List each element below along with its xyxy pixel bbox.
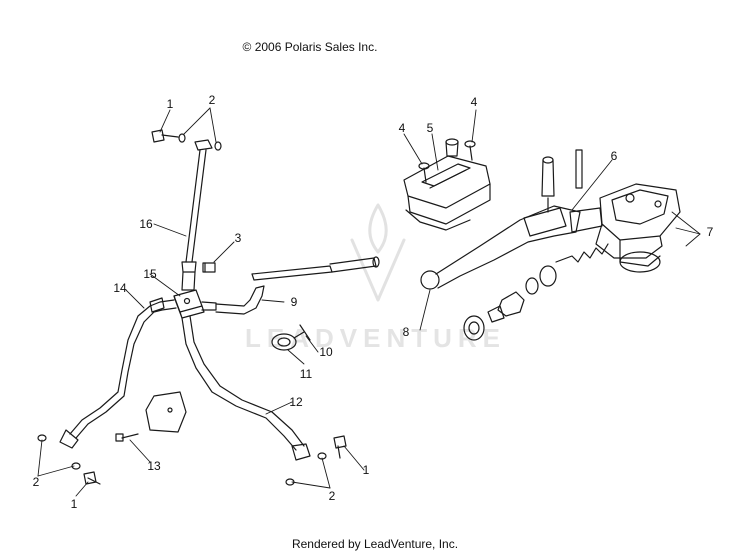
callout-16: 16 bbox=[139, 217, 153, 231]
brake-line-9 bbox=[201, 285, 265, 315]
cable-rod bbox=[251, 256, 380, 281]
callout-12: 12 bbox=[289, 395, 303, 409]
bottom-right-hardware bbox=[285, 435, 347, 486]
bottom-left-hardware bbox=[37, 434, 101, 485]
callout-4-right: 4 bbox=[470, 95, 478, 109]
callout-2-bottom-right: 2 bbox=[328, 489, 336, 503]
callout-6: 6 bbox=[610, 149, 618, 163]
mounting-plate bbox=[145, 391, 187, 433]
cover-screw-left bbox=[418, 162, 430, 183]
switch-pin bbox=[575, 149, 583, 189]
callout-10: 10 bbox=[319, 345, 333, 359]
leader-lines-left bbox=[37, 107, 365, 497]
callout-3: 3 bbox=[234, 231, 242, 245]
callout-2-top: 2 bbox=[208, 93, 216, 107]
pushrod-end bbox=[463, 315, 485, 341]
callout-8: 8 bbox=[402, 325, 410, 339]
dust-boot bbox=[487, 291, 525, 323]
junction-block bbox=[173, 289, 205, 319]
rendered-by-text: Rendered by LeadVenture, Inc. bbox=[291, 537, 459, 551]
right-brake-hose bbox=[181, 315, 311, 461]
callout-4-left: 4 bbox=[398, 121, 406, 135]
callout-5: 5 bbox=[426, 121, 434, 135]
brake-lever bbox=[420, 205, 581, 290]
left-brake-hose bbox=[59, 297, 177, 449]
banjo-bolt-top bbox=[151, 129, 222, 151]
reservoir-plug bbox=[445, 138, 459, 157]
callout-1-bottom-right: 1 bbox=[362, 463, 370, 477]
piston-cup bbox=[525, 265, 557, 295]
callout-7: 7 bbox=[706, 225, 714, 239]
pivot-pin bbox=[541, 156, 555, 213]
copyright-text: © 2006 Polaris Sales Inc. bbox=[242, 40, 378, 54]
callout-9: 9 bbox=[290, 295, 298, 309]
reservoir-cover bbox=[403, 155, 491, 231]
callout-1-bottom-left: 1 bbox=[70, 497, 78, 511]
upper-brake-hose bbox=[181, 149, 207, 291]
watermark-logo bbox=[350, 203, 406, 302]
bolt-13 bbox=[115, 433, 139, 442]
callout-11: 11 bbox=[299, 367, 313, 381]
leader-lines-right bbox=[403, 109, 701, 331]
cover-screw-right bbox=[464, 140, 476, 161]
callout-14: 14 bbox=[113, 281, 127, 295]
watermark-text: LEADVENTURE bbox=[245, 323, 507, 353]
callout-13: 13 bbox=[147, 459, 161, 473]
callout-15: 15 bbox=[143, 267, 157, 281]
spring bbox=[555, 243, 609, 263]
master-cylinder-body bbox=[569, 183, 681, 273]
bleeder-fitting bbox=[202, 262, 216, 273]
callout-2-bottom-left: 2 bbox=[32, 475, 40, 489]
hose-clamp bbox=[271, 324, 311, 351]
callout-1-top: 1 bbox=[166, 97, 174, 111]
